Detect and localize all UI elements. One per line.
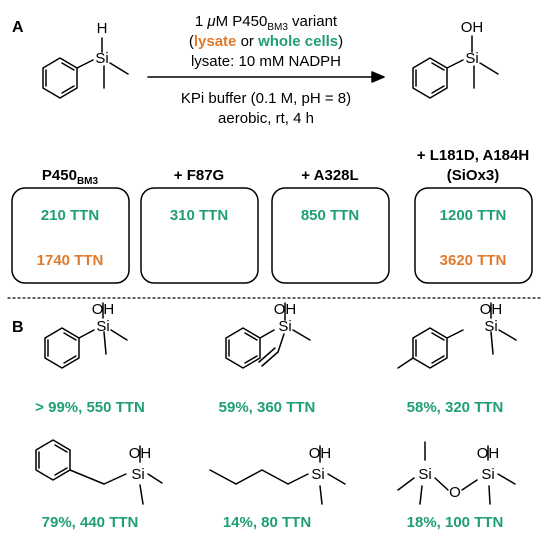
condition-line-4: KPi buffer (0.1 M, pH = 8) bbox=[181, 90, 351, 107]
variant-name-wt: P450BM3 bbox=[42, 167, 99, 187]
reactant-h-atom: H bbox=[97, 20, 108, 37]
product-6-result: 18%, 100 TTN bbox=[407, 514, 504, 531]
variant-name-f87g: + F87G bbox=[174, 167, 224, 184]
reactant-structure bbox=[42, 37, 129, 99]
product-structure bbox=[412, 35, 499, 99]
p2-oh: OH bbox=[274, 301, 297, 318]
variant-box-wt bbox=[11, 187, 130, 284]
variant-box-f87g bbox=[140, 187, 259, 284]
condition-line-1: 1 μM P450BM3 variant bbox=[195, 13, 338, 33]
p1-si: Si bbox=[96, 318, 109, 335]
reactant-si-atom: Si bbox=[95, 50, 108, 67]
p6-si-right: Si bbox=[481, 466, 494, 483]
ttn-cells-siox3: 3620 TTN bbox=[440, 252, 507, 269]
product-4-structure bbox=[35, 439, 163, 505]
p3-oh: OH bbox=[480, 301, 503, 318]
p6-o: O bbox=[449, 484, 461, 501]
ttn-lysate-f87g: 310 TTN bbox=[170, 207, 228, 224]
reaction-arrow bbox=[147, 71, 385, 83]
product-1-result: > 99%, 550 TTN bbox=[35, 399, 145, 416]
panel-a-label: A bbox=[12, 19, 24, 36]
ttn-lysate-wt: 210 TTN bbox=[41, 207, 99, 224]
variant-box-siox3 bbox=[414, 187, 533, 284]
p4-si: Si bbox=[131, 466, 144, 483]
p6-si-left: Si bbox=[418, 466, 431, 483]
product-benzene-ring bbox=[412, 57, 448, 99]
condition-line-2: (lysate or whole cells) bbox=[189, 33, 343, 50]
p3-si: Si bbox=[484, 318, 497, 335]
product-3-structure bbox=[397, 302, 517, 369]
condition-line-5: aerobic, rt, 4 h bbox=[218, 110, 314, 127]
ttn-lysate-siox3: 1200 TTN bbox=[440, 207, 507, 224]
reactant-benzene-ring bbox=[42, 57, 78, 99]
product-3-result: 58%, 320 TTN bbox=[407, 399, 504, 416]
variant-box-a328l bbox=[271, 187, 390, 284]
p2-si: Si bbox=[278, 318, 291, 335]
p1-oh: OH bbox=[92, 301, 115, 318]
ttn-lysate-a328l: 850 TTN bbox=[301, 207, 359, 224]
ttn-cells-wt: 1740 TTN bbox=[37, 252, 104, 269]
p5-oh: OH bbox=[309, 445, 332, 462]
variant-name-siox3-line2: (SiOx3) bbox=[447, 167, 500, 184]
product-2-structure bbox=[225, 302, 311, 369]
variant-name-siox3: + L181D, A184H bbox=[417, 147, 529, 164]
p5-si: Si bbox=[311, 466, 324, 483]
variant-name-a328l: + A328L bbox=[301, 167, 358, 184]
product-5-result: 14%, 80 TTN bbox=[223, 514, 311, 531]
product-1-structure bbox=[44, 302, 128, 369]
condition-line-3: lysate: 10 mM NADPH bbox=[191, 53, 341, 70]
product-4-result: 79%, 440 TTN bbox=[42, 514, 139, 531]
product-6-structure bbox=[397, 441, 516, 505]
product-2-result: 59%, 360 TTN bbox=[219, 399, 316, 416]
product-oh-group: OH bbox=[461, 19, 484, 36]
p6-oh: OH bbox=[477, 445, 500, 462]
product-si-atom: Si bbox=[465, 50, 478, 67]
panel-b-label: B bbox=[12, 319, 24, 336]
product-5-structure bbox=[209, 445, 346, 505]
p4-oh: OH bbox=[129, 445, 152, 462]
